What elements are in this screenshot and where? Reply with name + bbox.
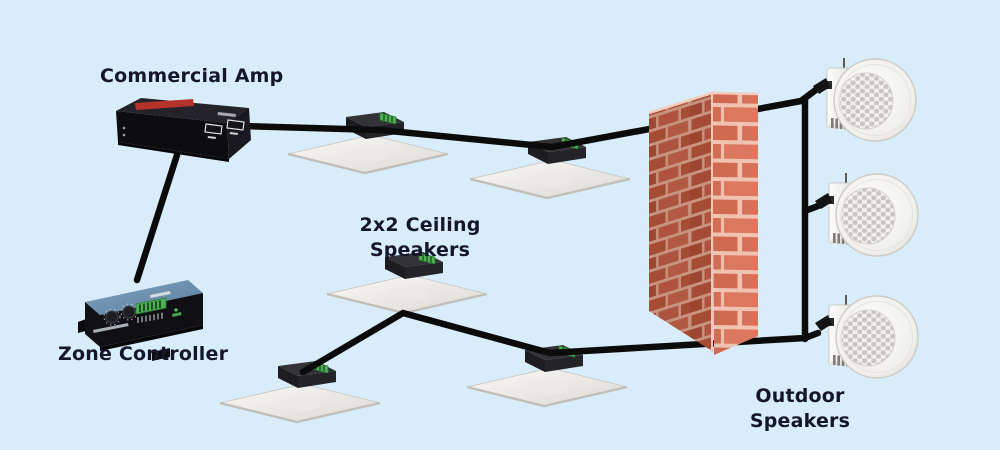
outdoor-speakers-label-line2: Speakers [749, 410, 851, 432]
ceiling-speakers-label-line1: 2x2 Ceiling [359, 214, 481, 236]
ceiling-speakers-label-line2: Speakers [369, 239, 471, 261]
controller-knob [122, 305, 136, 319]
outdoor-speaker-2 [814, 172, 919, 257]
outdoor-speaker-3 [814, 294, 919, 379]
controller-knob [105, 310, 119, 324]
outdoor-speaker-1 [812, 57, 917, 142]
ceiling-speaker-5 [218, 359, 382, 424]
brick-wall [648, 91, 759, 355]
commercial-amp-label: Commercial Amp [100, 65, 284, 87]
outdoor-speakers-label: Outdoor Speakers [720, 384, 880, 434]
wire-outdoor-to-ceiling-bottom [299, 309, 822, 376]
commercial-amp-device [116, 98, 251, 162]
ceiling-speakers-label: 2x2 Ceiling Speakers [340, 213, 500, 263]
amp-speaker-port [226, 119, 245, 131]
outdoor-speakers-label-line1: Outdoor [755, 385, 845, 407]
zone-controller-label: Zone Controller [58, 343, 229, 365]
wire-outdoor-speaker-2-stub [801, 202, 822, 215]
wire-amp-to-ceiling-to-outdoor [239, 85, 821, 151]
ceiling-speaker-1 [286, 110, 450, 175]
amp-speaker-port [204, 123, 223, 135]
amp-brand-mark [135, 99, 194, 110]
zone-controller-device [78, 280, 203, 361]
wire-amp-to-controller [133, 151, 181, 284]
